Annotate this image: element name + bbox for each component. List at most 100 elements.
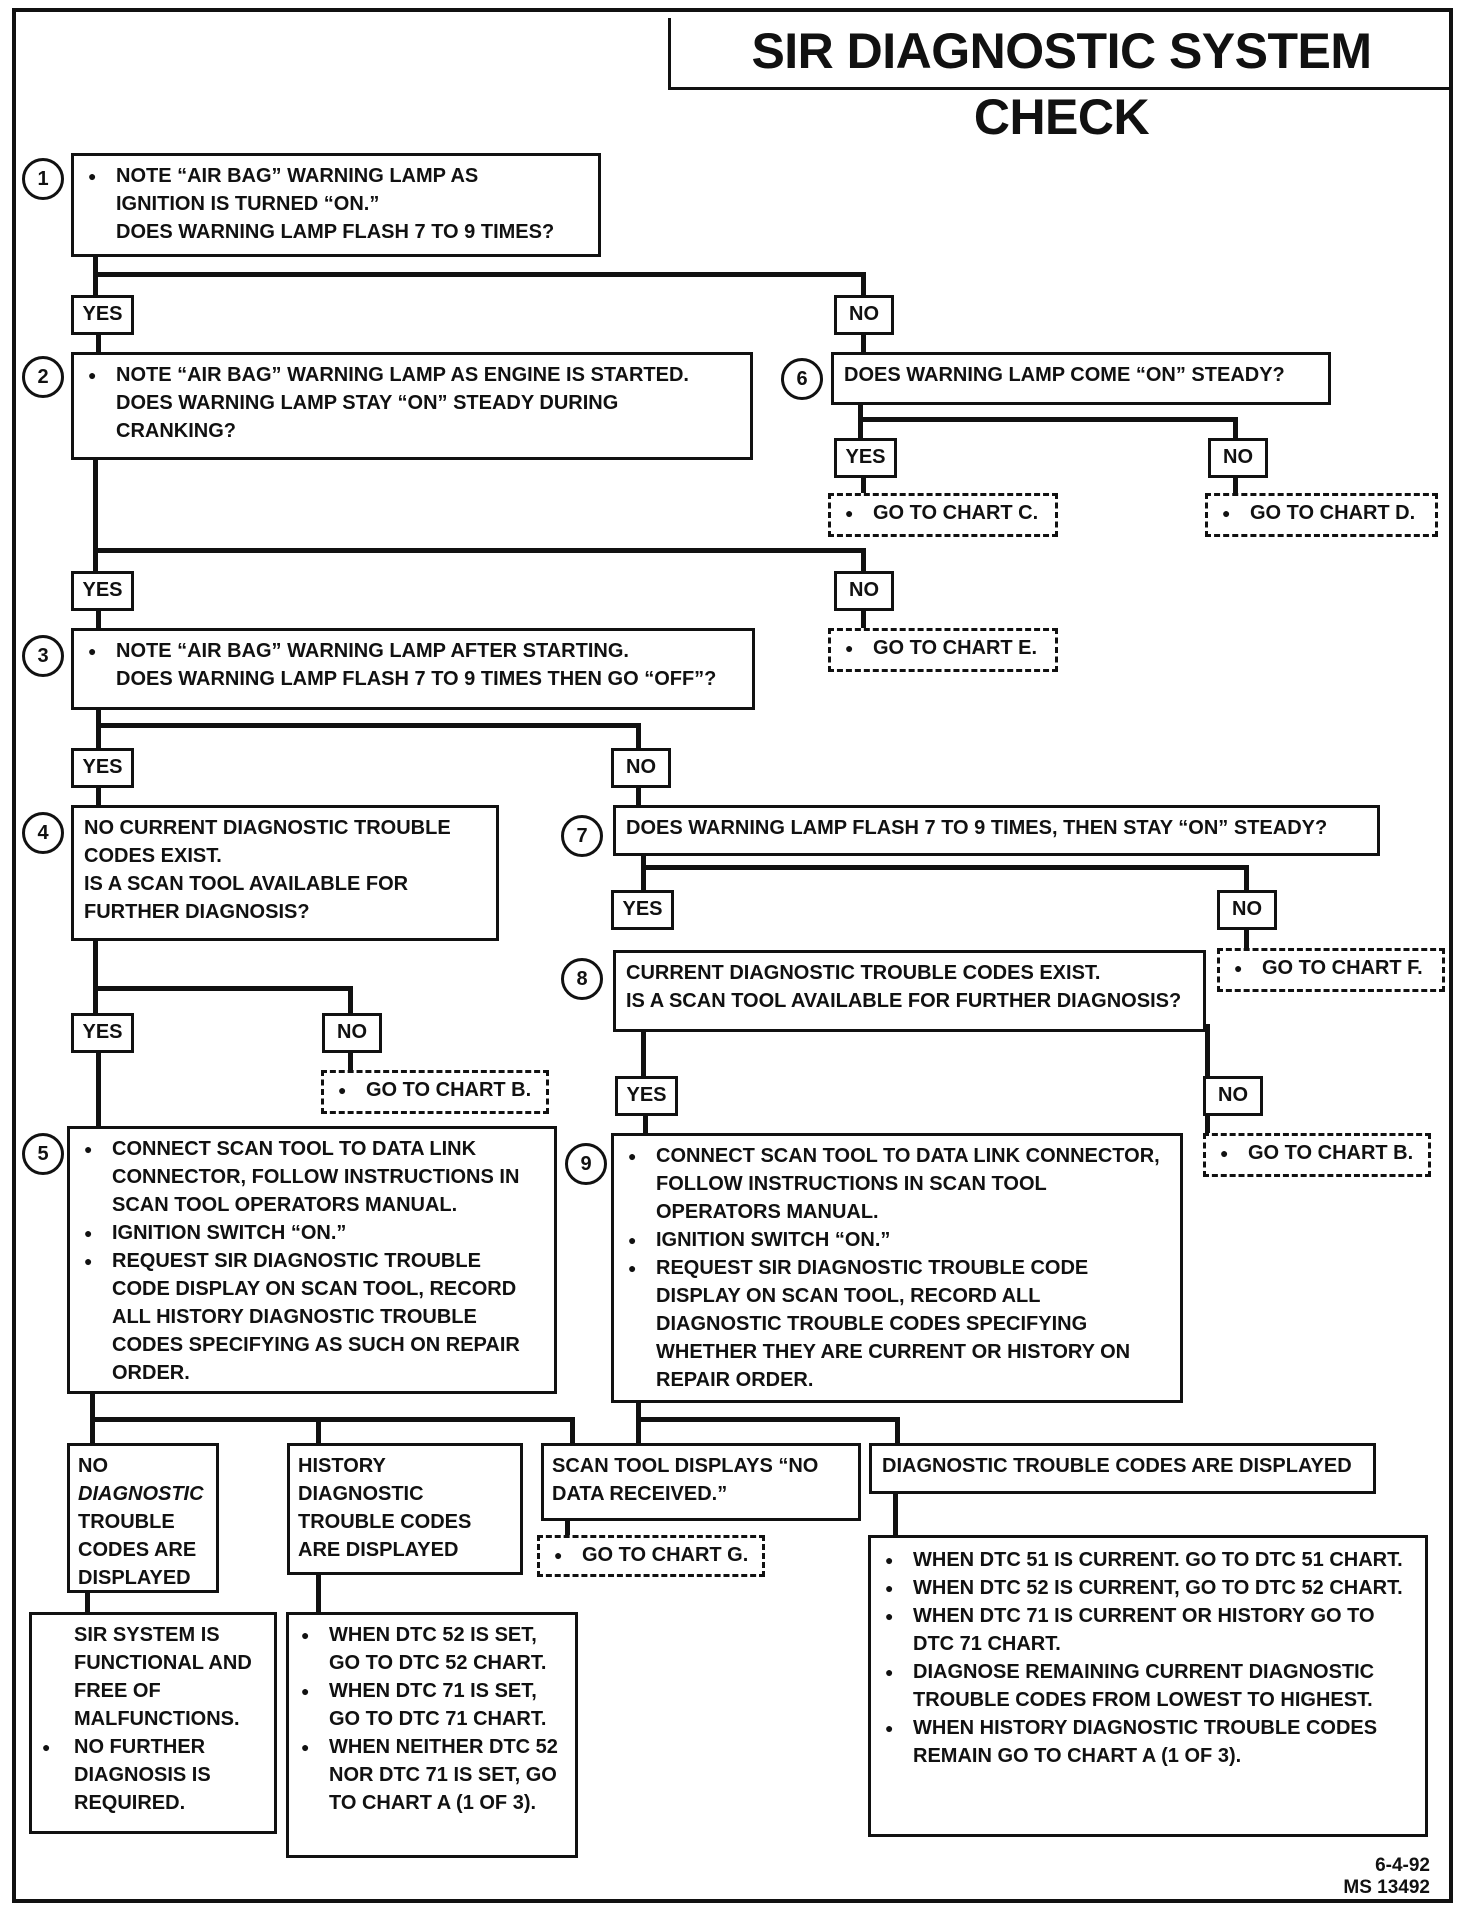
outcome-no-dtc-line: DIAGNOSTIC (78, 1483, 204, 1505)
stamp-date: 6-4-92 (1375, 1855, 1430, 1876)
result-current: WHEN DTC 51 IS CURRENT. GO TO DTC 51 CHA… (868, 1535, 1428, 1837)
connector-line (636, 723, 641, 750)
connector-line (1205, 1116, 1210, 1144)
connector-line (861, 272, 866, 297)
connector-line (93, 457, 98, 575)
yes-label: YES (71, 571, 134, 611)
step-8-line: IS A SCAN TOOL AVAILABLE FOR FURTHER DIA… (626, 990, 1182, 1012)
step-3-line: NOTE “AIR BAG” WARNING LAMP AFTER STARTI… (116, 640, 629, 662)
document-stamp: 6-4-92 MS 13492 (1300, 1855, 1430, 1899)
step-number-4: 4 (22, 812, 64, 854)
goto-chart-f-text: GO TO CHART F. (1230, 954, 1432, 982)
connector-line (641, 865, 1249, 870)
step-3-question: NOTE “AIR BAG” WARNING LAMP AFTER STARTI… (84, 637, 742, 693)
step-9-item: CONNECT SCAN TOOL TO DATA LINK CONNECTOR… (624, 1142, 1170, 1226)
connector-line (1233, 476, 1238, 496)
result-current-item: WHEN DTC 51 IS CURRENT. GO TO DTC 51 CHA… (881, 1546, 1415, 1574)
result-current-item: DIAGNOSE REMAINING CURRENT DIAGNOSTIC TR… (881, 1658, 1415, 1714)
result-functional-line: FUNCTIONAL AND (74, 1652, 252, 1674)
outcome-no-dtc: NO DIAGNOSTIC TROUBLE CODES ARE DISPLAYE… (67, 1443, 219, 1593)
connector-line (1244, 930, 1249, 954)
connector-line (96, 710, 101, 755)
connector-line (643, 1116, 648, 1136)
step-2-box: NOTE “AIR BAG” WARNING LAMP AS ENGINE IS… (71, 352, 753, 460)
goto-chart-d-text: GO TO CHART D. (1218, 499, 1425, 527)
outcome-no-dtc-line: NO (78, 1455, 108, 1477)
connector-line (96, 723, 641, 728)
step-6-question: DOES WARNING LAMP COME “ON” STEADY? (844, 364, 1285, 386)
stamp-code: MS 13492 (1343, 1877, 1430, 1898)
step-4-line: IS A SCAN TOOL AVAILABLE FOR (84, 873, 409, 895)
yes-label: YES (71, 295, 134, 335)
step-4-line: CODES EXIST. (84, 845, 222, 867)
outcome-no-dtc-line: TROUBLE (78, 1511, 175, 1533)
connector-line (641, 852, 646, 895)
goto-chart-b: GO TO CHART B. (321, 1070, 549, 1114)
connector-line (858, 405, 863, 455)
yes-label: YES (71, 1013, 134, 1053)
outcome-dtc-displayed-text: DIAGNOSTIC TROUBLE CODES ARE DISPLAYED (882, 1455, 1352, 1477)
goto-chart-f: GO TO CHART F. (1217, 948, 1445, 992)
connector-line (861, 611, 866, 631)
step-9-item: REQUEST SIR DIAGNOSTIC TROUBLE CODE DISP… (624, 1254, 1170, 1394)
result-functional-item: NO FURTHER DIAGNOSIS IS REQUIRED. (38, 1733, 268, 1817)
goto-chart-g-text: GO TO CHART G. (550, 1541, 752, 1569)
outcome-no-dtc-line: DISPLAYED (78, 1567, 191, 1589)
step-9-item: IGNITION SWITCH “ON.” (624, 1226, 1170, 1254)
connector-line (895, 1417, 900, 1445)
result-history-item: WHEN NEITHER DTC 52 NOR DTC 71 IS SET, G… (297, 1733, 567, 1817)
step-8-box: CURRENT DIAGNOSTIC TROUBLE CODES EXIST. … (613, 950, 1206, 1032)
step-number-3: 3 (22, 635, 64, 677)
connector-line (893, 1489, 898, 1537)
goto-chart-e-text: GO TO CHART E. (841, 634, 1045, 662)
connector-line (636, 788, 641, 812)
step-7-box: DOES WARNING LAMP FLASH 7 TO 9 TIMES, TH… (613, 805, 1380, 856)
connector-line (93, 986, 353, 991)
result-history-item: WHEN DTC 71 IS SET, GO TO DTC 71 CHART. (297, 1677, 567, 1733)
outcome-history-line: ARE DISPLAYED (298, 1539, 459, 1561)
outcome-history-line: HISTORY (298, 1455, 386, 1477)
goto-chart-g: GO TO CHART G. (537, 1535, 765, 1577)
result-current-item: WHEN DTC 71 IS CURRENT OR HISTORY GO TO … (881, 1602, 1415, 1658)
connector-line (93, 548, 866, 553)
result-functional-text: SIR SYSTEM IS FUNCTIONAL AND FREE OF MAL… (38, 1621, 268, 1733)
connector-line (96, 611, 101, 631)
step-5-item: REQUEST SIR DIAGNOSTIC TROUBLE CODE DISP… (80, 1247, 544, 1387)
no-label: NO (1217, 890, 1277, 930)
result-current-item: WHEN HISTORY DIAGNOSTIC TROUBLE CODES RE… (881, 1714, 1415, 1770)
step-number-5: 5 (22, 1133, 64, 1175)
result-functional-line: SIR SYSTEM IS (74, 1624, 220, 1646)
connector-line (93, 940, 98, 1015)
goto-chart-d: GO TO CHART D. (1205, 493, 1438, 537)
connector-line (96, 788, 101, 808)
outcome-no-data-line: SCAN TOOL DISPLAYS “NO (552, 1455, 819, 1477)
step-4-line: FURTHER DIAGNOSIS? (84, 901, 310, 923)
connector-line (96, 335, 101, 355)
outcome-history-line: TROUBLE CODES (298, 1511, 472, 1533)
result-history-item: WHEN DTC 52 IS SET, GO TO DTC 52 CHART. (297, 1621, 567, 1677)
page-border (12, 8, 1453, 1903)
connector-line (316, 1573, 321, 1613)
step-1-question: NOTE “AIR BAG” WARNING LAMP AS IGNITION … (84, 162, 588, 246)
step-6-box: DOES WARNING LAMP COME “ON” STEADY? (831, 352, 1331, 405)
step-5-box: CONNECT SCAN TOOL TO DATA LINK CONNECTOR… (67, 1126, 557, 1394)
connector-line (861, 476, 866, 496)
step-3-box: NOTE “AIR BAG” WARNING LAMP AFTER STARTI… (71, 628, 755, 710)
no-label: NO (1203, 1076, 1263, 1116)
goto-chart-b: GO TO CHART B. (1203, 1133, 1431, 1177)
outcome-history-line: DIAGNOSTIC (298, 1483, 424, 1505)
outcome-no-data-line: DATA RECEIVED.” (552, 1483, 728, 1505)
step-5-item: IGNITION SWITCH “ON.” (80, 1219, 544, 1247)
result-functional-line: MALFUNCTIONS. (74, 1708, 240, 1730)
step-8-question: CURRENT DIAGNOSTIC TROUBLE CODES EXIST. … (626, 959, 1193, 1015)
connector-line (1233, 417, 1238, 442)
connector-line (1244, 865, 1249, 910)
goto-chart-e: GO TO CHART E. (828, 628, 1058, 672)
result-functional: SIR SYSTEM IS FUNCTIONAL AND FREE OF MAL… (29, 1612, 277, 1834)
connector-line (861, 335, 866, 355)
yes-label: YES (615, 1076, 678, 1116)
goto-chart-c: GO TO CHART C. (828, 493, 1058, 537)
step-5-item: CONNECT SCAN TOOL TO DATA LINK CONNECTOR… (80, 1135, 544, 1219)
yes-label: YES (834, 438, 897, 478)
step-7-question: DOES WARNING LAMP FLASH 7 TO 9 TIMES, TH… (626, 817, 1328, 839)
